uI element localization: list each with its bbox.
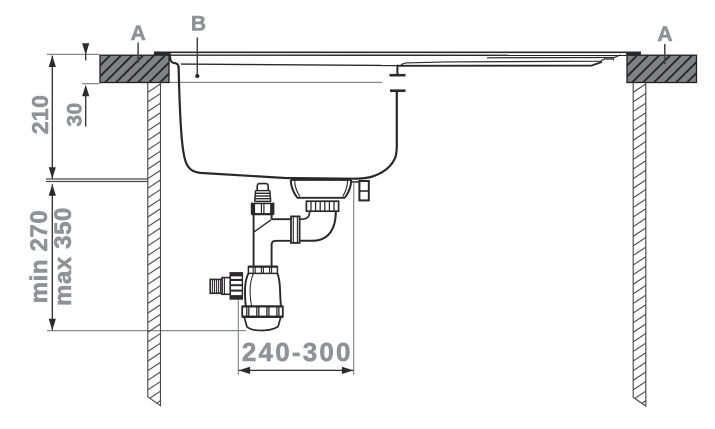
- svg-text:30: 30: [64, 102, 87, 126]
- svg-text:210: 210: [27, 95, 53, 135]
- svg-text:B: B: [191, 13, 206, 36]
- svg-text:max 350: max 350: [50, 207, 77, 306]
- svg-text:240-300: 240-300: [242, 337, 353, 367]
- svg-text:A: A: [657, 23, 672, 46]
- svg-text:min 270: min 270: [26, 210, 53, 304]
- svg-text:A: A: [131, 22, 146, 45]
